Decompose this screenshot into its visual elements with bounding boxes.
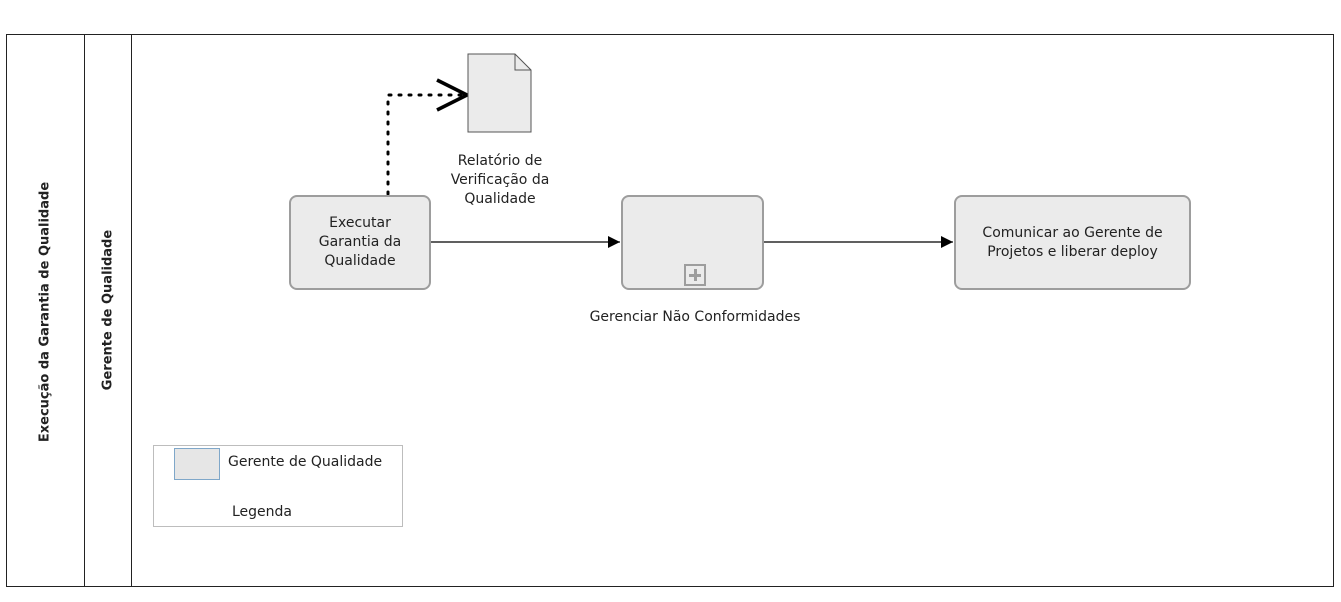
document-label: Relatório de Verificação da Qualidade <box>450 153 550 207</box>
subprocess-label: Gerenciar Não Conformidades <box>589 309 801 325</box>
legend: Gerente de Qualidade Legenda <box>153 445 403 527</box>
legend-item-label: Gerente de Qualidade <box>228 454 383 470</box>
data-association <box>386 95 467 196</box>
pool-header: Execução da Garantia de Qualidade <box>6 34 85 587</box>
task-execute-qa[interactable]: Executar Garantia da Qualidade <box>289 195 431 290</box>
document-icon[interactable] <box>467 53 533 134</box>
task-communicate-label: Comunicar ao Gerente de Projetos e liber… <box>982 224 1163 260</box>
plus-icon[interactable] <box>684 264 706 286</box>
task-communicate[interactable]: Comunicar ao Gerente de Projetos e liber… <box>954 195 1191 290</box>
legend-swatch <box>174 448 220 480</box>
task-execute-qa-label: Executar Garantia da Qualidade <box>318 215 402 269</box>
lane-header: Gerente de Qualidade <box>85 34 132 587</box>
legend-title: Legenda <box>232 504 293 520</box>
subprocess-manage-nonconformities[interactable] <box>621 195 764 290</box>
